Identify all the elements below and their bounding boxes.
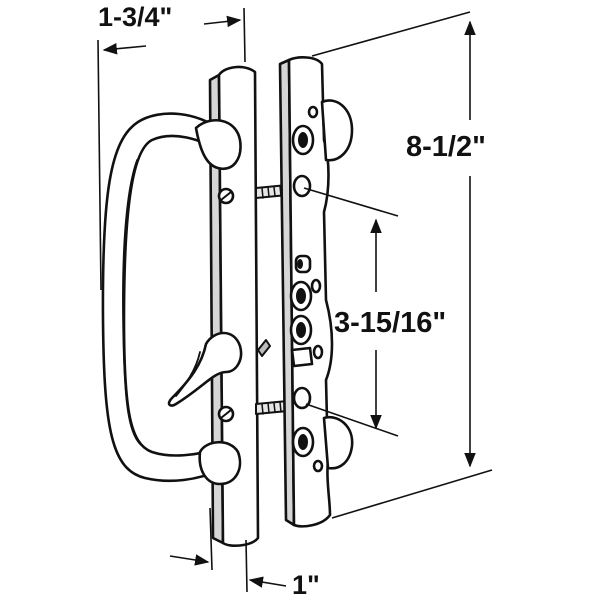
width-arrow-right bbox=[203, 15, 242, 28]
thickness-extension-right bbox=[245, 539, 248, 593]
height-extension-bottom bbox=[331, 469, 493, 519]
pull-grip bbox=[101, 112, 222, 483]
height-label: 8-1/2" bbox=[406, 131, 486, 163]
lower-grip-boss bbox=[198, 440, 242, 486]
outside-handle bbox=[101, 65, 271, 548]
width-extension-left bbox=[97, 39, 102, 291]
latch-tab bbox=[257, 339, 271, 357]
height-extension-top bbox=[311, 11, 471, 57]
width-label: 1-3/4" bbox=[98, 2, 172, 32]
upper-screw-hole bbox=[292, 174, 312, 198]
lower-screw bbox=[217, 405, 235, 423]
upper-screw bbox=[217, 187, 235, 205]
thickness-extension-left bbox=[209, 507, 213, 571]
inside-escutcheon bbox=[278, 56, 354, 528]
outside-escutcheon-plate bbox=[217, 65, 260, 548]
upper-boss-outside bbox=[320, 99, 354, 162]
thickness-arrow-left bbox=[169, 554, 210, 566]
thickness-label: 1" bbox=[292, 570, 320, 600]
lever-shadow bbox=[175, 351, 201, 397]
spacing-label: 3-15/16" bbox=[334, 307, 446, 339]
latch-mechanism bbox=[289, 254, 324, 368]
lower-rivet bbox=[312, 459, 324, 473]
width-extension-right bbox=[243, 7, 246, 63]
upper-rivet bbox=[307, 105, 319, 119]
lower-screw-hole bbox=[292, 386, 312, 410]
pull-grip-inner-edge bbox=[122, 159, 141, 445]
spacing-extension-bottom bbox=[305, 403, 399, 437]
lower-boss-outside bbox=[322, 415, 354, 470]
spacing-extension-top bbox=[303, 187, 399, 217]
thickness-arrow-right bbox=[248, 576, 287, 588]
upper-grip-boss bbox=[194, 119, 242, 171]
width-arrow-left bbox=[102, 43, 147, 55]
